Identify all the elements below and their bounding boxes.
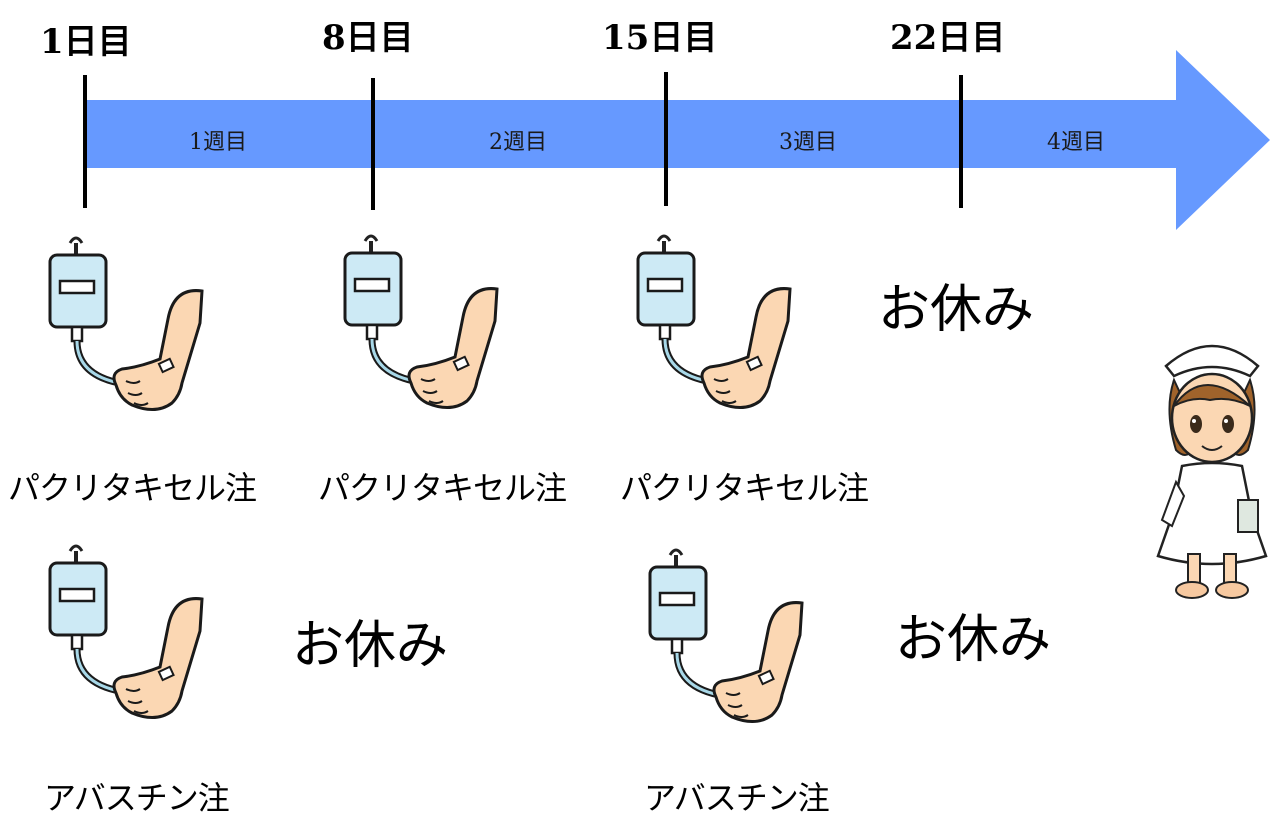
drug-label-row2-week1: アバスチン注	[44, 779, 230, 817]
day-label-22: 22日目	[890, 18, 1006, 58]
timeline: 1日目 8日目 15日目 22日目 1週目 2週目 3週目 4週目	[0, 0, 1272, 230]
timeline-arrow	[85, 50, 1270, 230]
drug-label-row1-week2: パクリタキセル注	[318, 469, 567, 507]
day-label-15: 15日目	[602, 18, 718, 58]
rest-label-row2-week2: お休み	[292, 616, 449, 676]
iv-drip-arm-icon	[42, 233, 212, 423]
iv-drip-arm-icon	[630, 231, 800, 421]
drug-label-row1-week3: パクリタキセル注	[620, 469, 869, 507]
rest-label-row1-week4: お休み	[878, 280, 1035, 340]
day-22-tick	[959, 75, 963, 208]
week-label-4: 4週目	[1047, 130, 1105, 155]
drug-label-row2-week3: アバスチン注	[644, 779, 830, 817]
rest-label-row2-week4: お休み	[895, 610, 1052, 670]
day-1-tick	[83, 75, 87, 208]
week-label-3: 3週目	[779, 130, 837, 155]
row-1: パクリタキセル注 パクリタキセル注 パクリタキセル注 お休み	[0, 225, 1272, 507]
week-label-2: 2週目	[489, 130, 547, 155]
iv-drip-arm-icon	[642, 545, 812, 735]
day-label-1: 1日目	[40, 22, 132, 62]
day-15-tick	[664, 72, 668, 206]
day-label-8: 8日目	[322, 18, 414, 58]
drug-label-row1-week1: パクリタキセル注	[8, 469, 257, 507]
week-label-1: 1週目	[189, 130, 247, 155]
iv-drip-arm-icon	[337, 231, 507, 421]
day-8-tick	[371, 78, 375, 210]
iv-drip-arm-icon	[42, 541, 212, 731]
nurse-illustration	[1156, 344, 1268, 599]
row-2: アバスチン注 お休み アバスチン注 お休み	[0, 535, 1272, 817]
